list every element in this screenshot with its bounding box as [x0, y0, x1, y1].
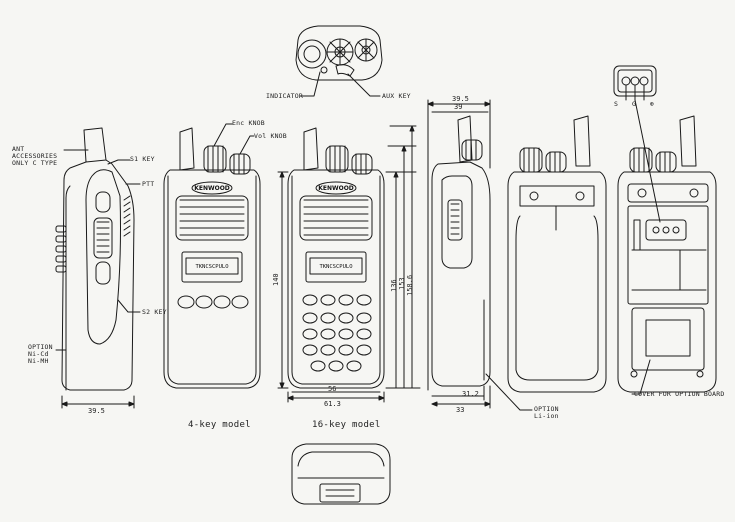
label-s1-key: S1 KEY [130, 156, 155, 163]
label-vol-knob: Vol KNOB [254, 133, 287, 140]
label-option-li-ion: OPTION Li-ion [534, 406, 559, 420]
dim-31-2: 31.2 [462, 390, 479, 398]
dim-39: 39 [454, 103, 462, 111]
label-option-nicd-nimh: OPTION Ni-Cd Ni-MH [28, 344, 53, 365]
dim-136: 136 [390, 279, 398, 292]
front-view-16key: KENWOOD TKNCSCPULO [278, 126, 420, 402]
caption-16key-model: 16-key model [312, 420, 381, 430]
dim-61-3: 61.3 [324, 400, 341, 408]
dim-56: 56 [328, 385, 336, 393]
label-antenna-accessories: ANT ACCESSORIES ONLY C TYPE [12, 146, 57, 167]
label-aux-key: AUX KEY [382, 93, 411, 100]
back-view [508, 116, 606, 392]
label-cover-option-board: COVER FOR OPTION BOARD [634, 391, 725, 398]
dim-158-6: 158.6 [406, 275, 414, 296]
pin-label-g: G [632, 101, 636, 108]
dim-33: 33 [456, 406, 464, 414]
brand-logo-4key: KENWOOD [194, 185, 230, 192]
bottom-view [292, 444, 390, 504]
pin-label-s: S [614, 101, 618, 108]
brand-logo-16key: KENWOOD [318, 185, 354, 192]
top-view [296, 26, 382, 96]
label-indicator: INDICATOR [266, 93, 303, 100]
caption-4key-model: 4-key model [188, 420, 251, 430]
open-back-view [614, 66, 716, 394]
front-view-4key: KENWOOD TKNCSCPULO [164, 124, 260, 388]
dim-39-5-top: 39.5 [452, 95, 469, 103]
dim-153: 153 [398, 277, 406, 290]
label-enc-knob: Enc KNOB [232, 120, 265, 127]
pin-label-plus: ⊕ [650, 101, 654, 108]
dim-140: 140 [272, 273, 280, 286]
label-s2-key: S2 KEY [142, 309, 167, 316]
dim-39-5-bottom: 39.5 [88, 407, 105, 415]
left-side-view [56, 128, 140, 408]
label-ptt: PTT [142, 181, 154, 188]
lcd-text-4key: TKNCSCPULO [195, 264, 228, 270]
lcd-text-16key: TKNCSCPULO [319, 264, 352, 270]
